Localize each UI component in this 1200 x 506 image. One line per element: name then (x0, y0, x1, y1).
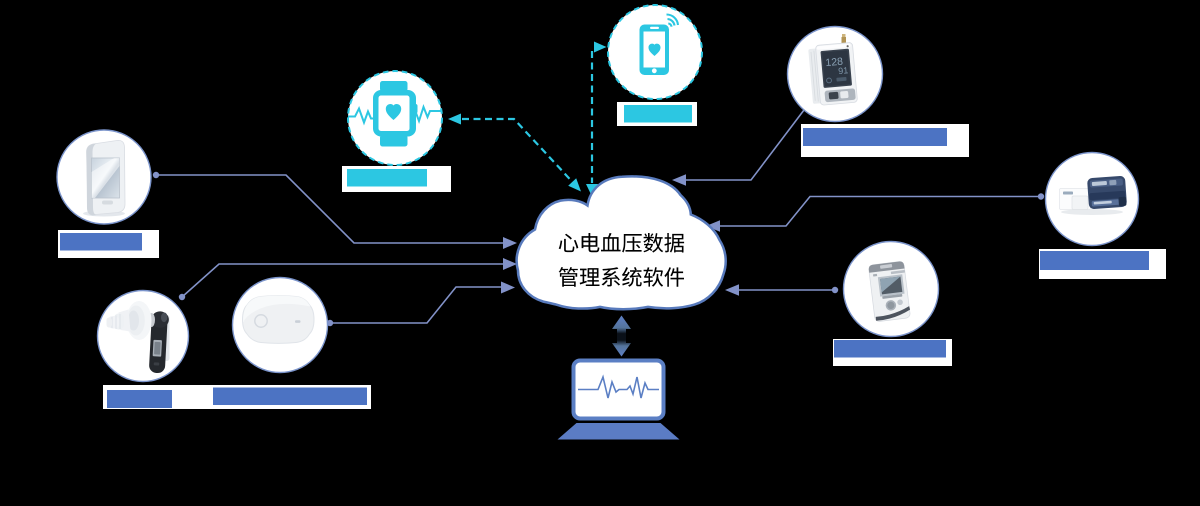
svg-text:128: 128 (825, 56, 844, 69)
svg-text:91: 91 (838, 65, 849, 76)
